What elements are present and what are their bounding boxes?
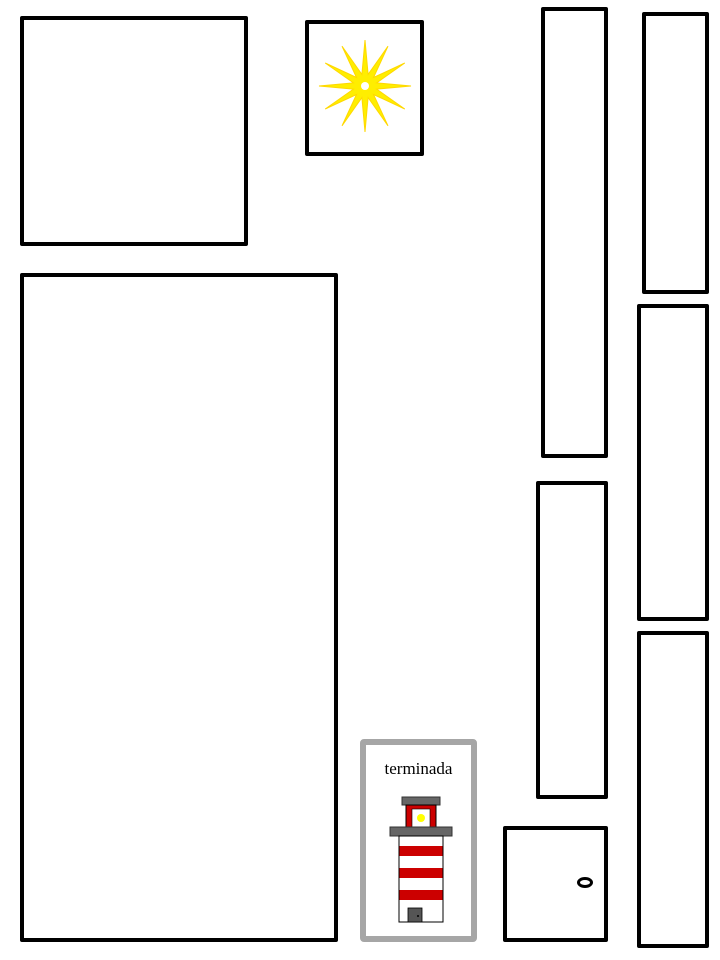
status-label: terminada (384, 759, 453, 778)
square-piece[interactable] (20, 16, 248, 246)
bar-piece-right-middle[interactable] (637, 304, 709, 621)
sun-icon (318, 39, 412, 133)
bar-piece-middle[interactable] (536, 481, 608, 799)
lighthouse-icon (389, 796, 453, 923)
tall-bar-piece-upper[interactable] (541, 7, 608, 458)
door-piece[interactable] (503, 826, 608, 942)
sun-piece[interactable] (305, 20, 424, 156)
door-knob-icon (577, 877, 593, 888)
tall-bar-piece-right-top[interactable] (642, 12, 709, 294)
large-rectangle-piece[interactable] (20, 273, 338, 942)
status-card: terminada (360, 739, 477, 942)
bar-piece-right-bottom[interactable] (637, 631, 709, 948)
